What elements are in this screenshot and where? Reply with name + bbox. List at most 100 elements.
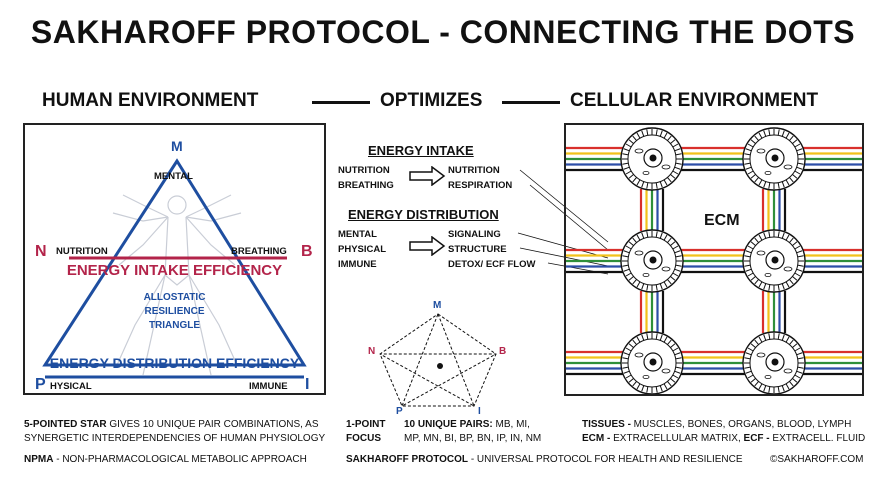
membrane-tick (745, 148, 752, 152)
organelle (642, 171, 650, 176)
membrane-tick (655, 231, 658, 238)
membrane-tick (763, 385, 767, 392)
energy-intake-efficiency: ENERGY INTAKE EFFICIENCY (66, 262, 283, 279)
nucleolus (649, 256, 657, 264)
nutrition-label: NUTRITION (56, 246, 108, 257)
membrane-tick (672, 245, 679, 250)
membrane-tick (672, 347, 679, 352)
membrane-tick (646, 231, 649, 238)
membrane-tick (744, 255, 751, 258)
membrane-tick (747, 347, 754, 352)
membrane-tick (636, 336, 641, 343)
organelle (764, 272, 772, 277)
membrane-tick (797, 264, 804, 267)
membrane-tick (641, 181, 645, 188)
vertex-b-letter: B (301, 243, 313, 260)
organelle (764, 171, 772, 176)
focus-footnote: 1-POINT FOCUS (346, 419, 386, 444)
nucleolus (771, 358, 779, 366)
allostatic-resilience-triangle: ALLOSTATIC RESILIENCE TRIANGLE (143, 292, 206, 331)
membrane-tick (794, 170, 801, 175)
membrane-tick (747, 245, 754, 250)
pentagram-diagram: M N B P I (368, 300, 506, 416)
membrane-tick (750, 276, 756, 281)
membrane-tick (796, 370, 803, 374)
membrane-tick (781, 232, 785, 239)
membrane-tick (659, 130, 663, 137)
membrane-tick (794, 143, 801, 148)
membrane-tick (641, 130, 645, 137)
membrane-tick (754, 135, 759, 141)
header-connector-right (502, 101, 560, 104)
membrane-tick (625, 272, 632, 277)
organelle (764, 374, 772, 379)
membrane-tick (670, 241, 676, 246)
membrane-tick (674, 370, 681, 374)
membrane-tick (632, 237, 637, 243)
organelle (642, 272, 650, 277)
cells-diagram (566, 127, 862, 394)
membrane-tick (625, 170, 632, 175)
membrane-tick (667, 177, 672, 183)
membrane-tick (623, 148, 630, 152)
membrane-tick (796, 166, 803, 170)
organelle (783, 164, 793, 170)
physical-label: HYSICAL (50, 381, 92, 392)
membrane-tick (623, 250, 630, 254)
membrane-tick (747, 170, 754, 175)
organelle (634, 250, 644, 256)
nucleolus (771, 154, 779, 162)
membrane-tick (646, 182, 649, 189)
triangle-outline (42, 158, 307, 367)
membrane-tick (789, 339, 794, 345)
membrane-tick (754, 177, 759, 183)
membrane-tick (674, 166, 681, 170)
membrane-tick (659, 181, 663, 188)
membrane-tick (628, 276, 634, 281)
membrane-tick (763, 283, 767, 290)
membrane-tick (785, 336, 790, 343)
triangle-diagram (42, 158, 307, 379)
membrane-tick (747, 374, 754, 379)
membrane-tick (796, 148, 803, 152)
vertex-m-letter: M (171, 138, 183, 154)
membrane-tick (781, 385, 785, 392)
membrane-tick (789, 135, 794, 141)
membrane-tick (632, 279, 637, 285)
membrane-tick (744, 357, 751, 360)
membrane-tick (625, 245, 632, 250)
membrane-tick (797, 162, 804, 165)
vertex-n-letter: N (35, 243, 47, 260)
membrane-tick (781, 334, 785, 341)
membrane-tick (663, 281, 668, 288)
membrane-tick (792, 378, 798, 383)
membrane-tick (789, 279, 794, 285)
focus-point (437, 363, 443, 369)
nucleolus (649, 358, 657, 366)
membrane-tick (672, 170, 679, 175)
star-i-letter: I (478, 406, 481, 416)
membrane-tick (623, 352, 630, 356)
membrane-tick (758, 132, 763, 139)
vertex-p-letter: P (35, 376, 46, 393)
header-connector-left (312, 101, 370, 104)
membrane-tick (675, 153, 682, 156)
energy-distribution-efficiency: ENERGY DISTRIBUTION EFFICIENCY (49, 355, 300, 371)
organelle (756, 250, 766, 256)
membrane-tick (622, 366, 629, 369)
membrane-tick (628, 378, 634, 383)
ecm-label: ECM (704, 212, 740, 229)
membrane-tick (747, 143, 754, 148)
organelle (661, 266, 671, 272)
human-figure-icon (112, 194, 242, 376)
membrane-tick (763, 130, 767, 137)
membrane-tick (628, 174, 634, 179)
membrane-tick (792, 343, 798, 348)
membrane-tick (745, 352, 752, 356)
distribution-right-list: SIGNALING STRUCTURE DETOX/ ECF FLOW (448, 229, 536, 270)
npma-footnote: NPMA - NON-PHARMACOLOGICAL METABOLIC APP… (24, 454, 307, 465)
membrane-tick (785, 132, 790, 139)
copyright-text: ©SAKHAROFF.COM (770, 454, 864, 465)
membrane-tick (794, 347, 801, 352)
membrane-tick (646, 333, 649, 340)
